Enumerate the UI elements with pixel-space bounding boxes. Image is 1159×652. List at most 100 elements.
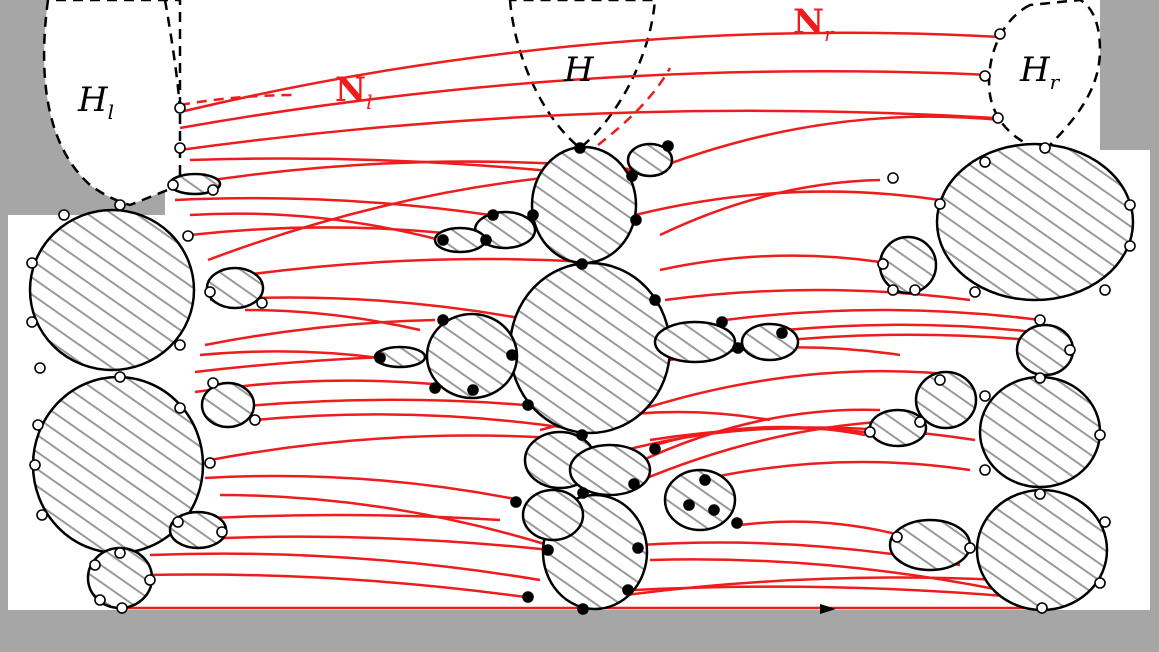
- label-n-right: Nr: [793, 2, 834, 46]
- open-vertex-75: [1100, 285, 1110, 295]
- label-n-left-sub: l: [366, 90, 372, 114]
- open-vertex-11: [175, 340, 185, 350]
- open-vertex-10: [257, 298, 267, 308]
- open-vertex-72: [910, 285, 920, 295]
- open-vertex-74: [1035, 315, 1045, 325]
- hatched-disk-17: [655, 322, 735, 362]
- filled-vertex-35: [438, 235, 448, 245]
- open-vertex-25: [145, 575, 155, 585]
- hatched-disk-8: [977, 490, 1107, 610]
- open-vertex-12: [115, 372, 125, 382]
- filled-vertex-49: [629, 479, 639, 489]
- open-vertex-71: [888, 285, 898, 295]
- filled-vertex-45: [717, 317, 727, 327]
- hatched-disk-10: [207, 268, 263, 308]
- hatched-disk-3: [532, 147, 636, 263]
- open-vertex-18: [33, 420, 43, 430]
- filled-vertex-43: [468, 385, 478, 395]
- open-vertex-84: [1035, 489, 1045, 499]
- filled-vertex-44: [375, 353, 385, 363]
- filled-vertex-38: [507, 350, 517, 360]
- open-vertex-80: [915, 417, 925, 427]
- open-vertex-6: [27, 258, 37, 268]
- label-n-left: Nl: [335, 70, 372, 114]
- open-vertex-61: [995, 29, 1005, 39]
- filled-vertex-52: [543, 545, 553, 555]
- open-vertex-24: [90, 560, 100, 570]
- filled-vertex-33: [488, 210, 498, 220]
- open-vertex-76: [1065, 345, 1075, 355]
- open-vertex-1: [175, 143, 185, 153]
- filled-vertex-47: [777, 328, 787, 338]
- open-vertex-27: [117, 603, 127, 613]
- label-h-right-main: H: [1020, 50, 1050, 90]
- label-n-right-sub: r: [824, 22, 834, 46]
- filled-vertex-50: [578, 488, 588, 498]
- label-h-right-sub: r: [1050, 70, 1060, 94]
- filled-vertex-34: [481, 235, 491, 245]
- filled-vertex-39: [523, 400, 533, 410]
- filled-vertex-53: [633, 543, 643, 553]
- hatched-disk-7: [980, 377, 1100, 487]
- open-vertex-62: [980, 71, 990, 81]
- open-vertex-23: [115, 548, 125, 558]
- open-vertex-4: [115, 200, 125, 210]
- open-vertex-3: [208, 185, 218, 195]
- filled-vertex-28: [575, 143, 585, 153]
- open-vertex-79: [980, 391, 990, 401]
- filled-vertex-55: [523, 592, 533, 602]
- open-vertex-82: [1095, 430, 1105, 440]
- filled-vertex-30: [631, 215, 641, 225]
- open-vertex-77: [1035, 373, 1045, 383]
- open-vertex-22: [217, 527, 227, 537]
- open-vertex-9: [205, 287, 215, 297]
- open-vertex-66: [888, 173, 898, 183]
- open-vertex-88: [1095, 578, 1105, 588]
- open-vertex-26: [95, 595, 105, 605]
- open-vertex-5: [183, 231, 193, 241]
- filled-vertex-37: [650, 295, 660, 305]
- open-vertex-17: [205, 458, 215, 468]
- open-vertex-85: [892, 532, 902, 542]
- open-vertex-21: [173, 517, 183, 527]
- label-h-left-main: H: [78, 80, 108, 120]
- hatched-disk-0: [30, 210, 194, 370]
- filled-vertex-48: [650, 444, 660, 454]
- filled-vertex-57: [700, 475, 710, 485]
- open-vertex-73: [970, 287, 980, 297]
- filled-vertex-29: [627, 171, 637, 181]
- label-h-center-main: H: [564, 50, 594, 90]
- filled-vertex-54: [623, 585, 633, 595]
- label-h-left-sub: l: [108, 100, 114, 124]
- filled-vertex-36: [577, 259, 587, 269]
- open-vertex-20: [37, 510, 47, 520]
- open-vertex-19: [30, 460, 40, 470]
- open-vertex-8: [59, 210, 69, 220]
- label-h-left: Hl: [78, 80, 114, 124]
- open-vertex-83: [980, 465, 990, 475]
- open-vertex-13: [35, 363, 45, 373]
- filled-vertex-41: [438, 315, 448, 325]
- label-h-center: H: [564, 50, 594, 90]
- open-vertex-78: [935, 375, 945, 385]
- open-vertex-14: [175, 403, 185, 413]
- open-vertex-67: [935, 199, 945, 209]
- hatched-disk-26: [523, 490, 583, 540]
- open-vertex-86: [965, 543, 975, 553]
- filled-vertex-60: [732, 518, 742, 528]
- open-vertex-2: [168, 180, 178, 190]
- hatched-disk-20: [742, 324, 798, 360]
- filled-vertex-40: [577, 430, 587, 440]
- label-h-right: Hr: [1020, 50, 1059, 94]
- filled-vertex-32: [528, 210, 538, 220]
- filled-vertex-31: [663, 141, 673, 151]
- filled-vertex-56: [578, 604, 588, 614]
- open-vertex-0: [175, 103, 185, 113]
- filled-vertex-46: [733, 343, 743, 353]
- hatched-disk-4: [510, 263, 670, 433]
- open-vertex-69: [1125, 241, 1135, 251]
- open-vertex-7: [27, 317, 37, 327]
- hatched-disk-15: [870, 410, 926, 446]
- open-vertex-87: [1100, 517, 1110, 527]
- open-vertex-16: [250, 415, 260, 425]
